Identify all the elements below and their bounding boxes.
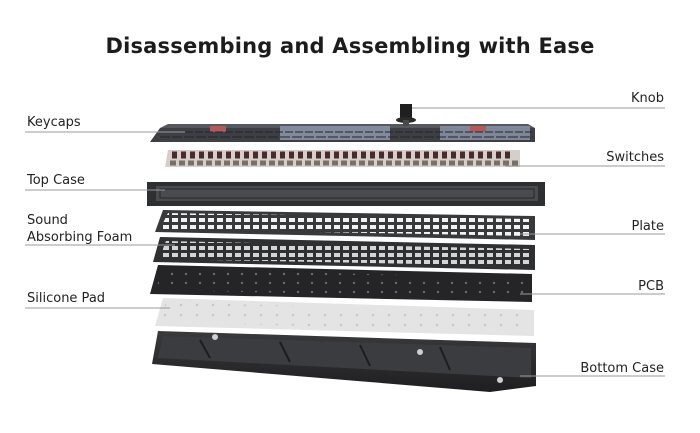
label-knob: Knob bbox=[631, 91, 664, 106]
label-sound-foam-line2: Absorbing Foam bbox=[27, 230, 133, 245]
plate-layer bbox=[153, 237, 535, 270]
label-sound-foam-line1: Sound bbox=[27, 213, 68, 228]
label-plate: Plate bbox=[631, 219, 664, 234]
label-pcb: PCB bbox=[638, 279, 664, 294]
sound-foam-layer bbox=[155, 210, 535, 240]
label-switches: Switches bbox=[606, 150, 664, 165]
label-keycaps: Keycaps bbox=[27, 115, 81, 130]
knob-part bbox=[396, 104, 416, 126]
label-top-case: Top Case bbox=[27, 173, 85, 188]
silicone-pad-layer bbox=[155, 298, 534, 336]
top-case-layer bbox=[147, 182, 545, 206]
bottom-case-layer bbox=[152, 331, 536, 392]
switches-layer bbox=[165, 150, 520, 167]
leader-lines bbox=[25, 107, 665, 377]
pcb-layer bbox=[150, 265, 532, 302]
label-bottom-case: Bottom Case bbox=[580, 361, 664, 376]
diagram-title: Disassembing and Assembling with Ease bbox=[105, 34, 595, 58]
keycaps-layer bbox=[150, 124, 535, 142]
label-silicone-pad: Silicone Pad bbox=[27, 291, 106, 306]
